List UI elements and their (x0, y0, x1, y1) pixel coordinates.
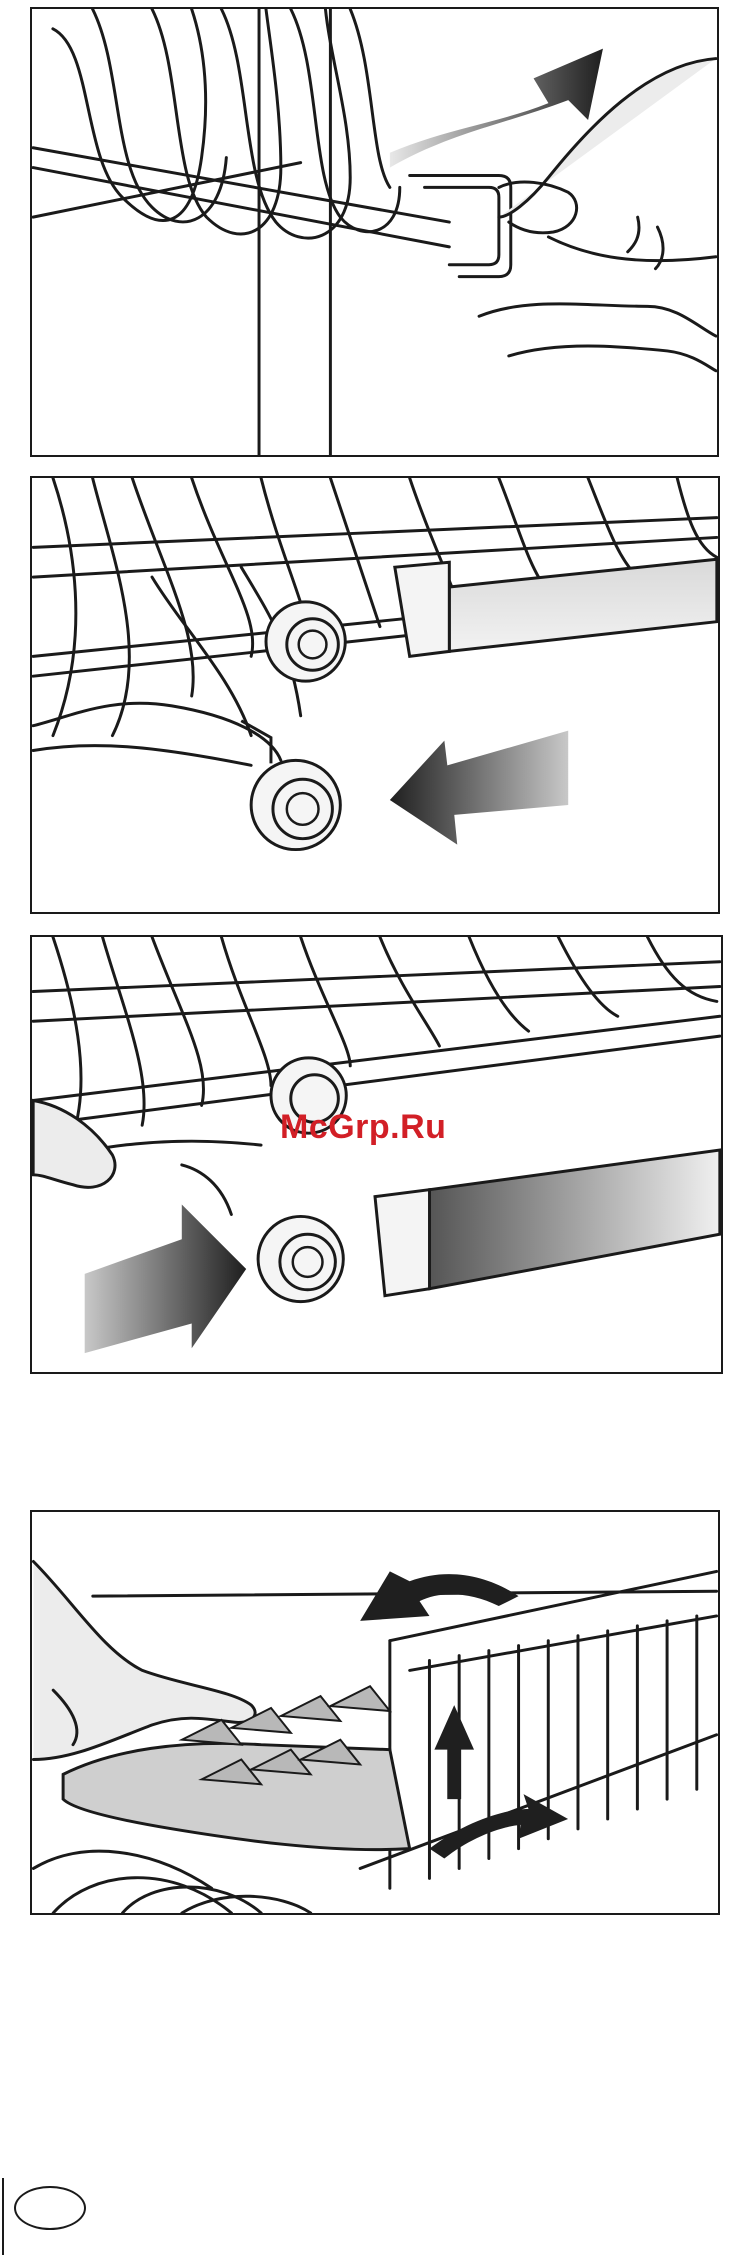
insert-wheel-icon (258, 1216, 343, 1301)
left-arrow-icon (390, 731, 568, 845)
figure-wheel-insertion (30, 935, 723, 1374)
wheel-insertion-illustration (32, 937, 721, 1372)
wheel-removal-illustration (32, 478, 718, 912)
folding-insert-illustration (32, 1512, 718, 1913)
watermark: McGrp.Ru (280, 1108, 446, 1147)
page-number-oval (14, 2186, 86, 2230)
right-arrow-icon (85, 1205, 247, 1354)
up-arrow-icon (434, 1705, 474, 1799)
figure-rack-stop-release (30, 7, 719, 457)
curved-down-arrow-icon (360, 1571, 518, 1621)
figure-folding-insert (30, 1510, 720, 1915)
page-margin-line (2, 2178, 4, 2255)
rack-stop-illustration (32, 9, 717, 455)
detached-wheel-icon (241, 721, 340, 850)
rack-wheel-icon (266, 602, 345, 681)
figure-wheel-removal (30, 476, 720, 914)
